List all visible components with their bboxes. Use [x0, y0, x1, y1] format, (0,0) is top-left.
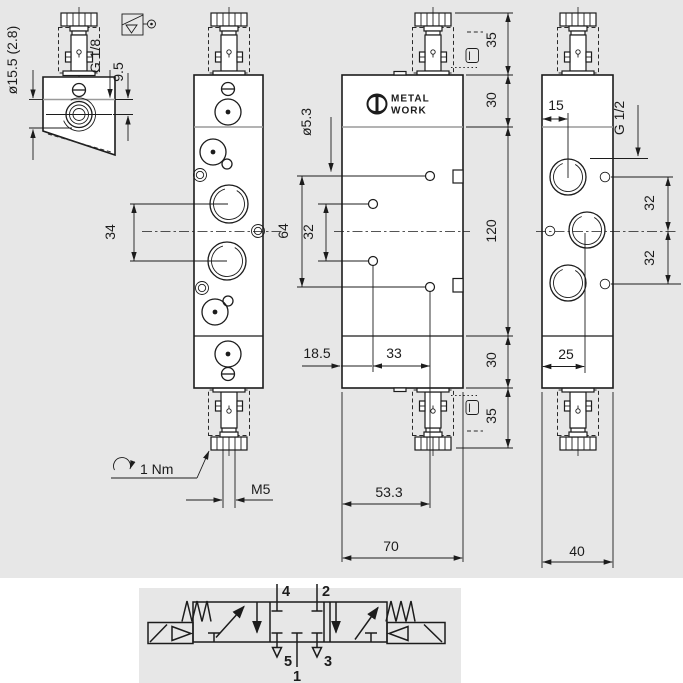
logo-line2: WORK — [391, 106, 427, 117]
g18-port-circles — [46, 97, 112, 132]
schematic-ports: 4 2 5 3 1 — [271, 584, 332, 683]
dim-port-spacing-34: 34 — [102, 204, 137, 261]
metal-work-logo: METAL WORK — [366, 93, 430, 117]
torque-arrow-icon — [113, 457, 136, 471]
pilot-valve-icon — [121, 13, 156, 36]
dim-hole-spacing-outer: 64 — [275, 176, 305, 287]
port-label-5: 5 — [284, 654, 292, 670]
dim-label-25: 25 — [558, 346, 574, 362]
dim-port-pitch-lower: 32 — [641, 231, 671, 284]
dim-label-thread-g18: G 1/8 — [87, 39, 103, 73]
dim-port-offset-15: 15 — [542, 97, 568, 122]
exhaust-icon-3 — [311, 646, 323, 659]
flow-paths-right — [331, 602, 379, 642]
dim-chain-right: 35 30 120 30 35 — [455, 12, 513, 449]
dim-label-35-top: 35 — [483, 32, 499, 48]
dim-label-18-5: 18.5 — [303, 345, 330, 361]
dim-body-depth-40: 40 — [541, 392, 614, 568]
dim-label-35-bottom: 35 — [483, 408, 499, 424]
solenoid-symbol-right — [385, 600, 446, 645]
view-side-section: ø15.5 (2.8) G 1/8 9.5 — [4, 6, 156, 160]
port-label-1: 1 — [293, 669, 301, 683]
spring-icon-left — [181, 600, 212, 622]
dim-label-33: 33 — [386, 345, 402, 361]
mounting-holes — [367, 170, 436, 293]
dim-center-offset-25: 25 — [542, 346, 585, 370]
pilot-exhaust-screw — [71, 82, 87, 98]
dim-label-32: 32 — [300, 224, 316, 240]
dim-torque-1nm: 1 Nm — [111, 450, 210, 479]
dim-label-32-lower: 32 — [641, 250, 657, 266]
dim-hole-diameter: ø5.3 — [298, 108, 334, 172]
view-side-right: 15 G 1/2 32 32 25 40 — [536, 6, 681, 568]
solenoid-symbol-left — [147, 600, 212, 645]
dim-label-34: 34 — [102, 224, 118, 240]
flow-paths-left — [208, 602, 262, 642]
dim-label-30-top: 30 — [483, 92, 499, 108]
dim-thread-g18: G 1/8 — [87, 39, 133, 100]
port-label-2: 2 — [322, 584, 330, 600]
dim-hole-spacing-inner: 32 — [300, 204, 329, 261]
dim-label-port-depth: 9.5 — [110, 62, 126, 82]
dim-label-64: 64 — [275, 223, 291, 239]
exhaust-icon-5 — [271, 646, 283, 659]
dim-port-pitch-upper: 32 — [641, 177, 671, 231]
dim-label-53-3: 53.3 — [375, 484, 402, 500]
port-label-3: 3 — [324, 654, 332, 670]
dim-label-15: 15 — [548, 97, 564, 113]
dim-label-torque: 1 Nm — [140, 461, 173, 477]
dim-label-32-upper: 32 — [641, 195, 657, 211]
view-top: METAL WORK ø5.3 64 32 — [275, 6, 513, 562]
dim-label-hole-diameter: ø5.3 — [298, 108, 314, 136]
dim-label-120: 120 — [483, 219, 499, 243]
dim-body-width: 70 — [342, 538, 463, 561]
dim-port-diameter: ø15.5 (2.8) — [4, 26, 72, 160]
dim-label-port-diameter: ø15.5 (2.8) — [4, 26, 20, 94]
view-front: 34 1 Nm M5 — [102, 6, 284, 508]
dim-label-40: 40 — [569, 543, 585, 559]
blocked-ports-center — [271, 602, 323, 642]
dim-hole-offset: 53.3 — [342, 484, 430, 507]
spring-icon-right — [385, 600, 416, 622]
logo-line1: METAL — [391, 94, 430, 105]
connector-envelope-bottom — [451, 395, 483, 432]
dim-label-70: 70 — [383, 538, 399, 554]
dim-edge-to-hole: 18.5 — [302, 345, 372, 369]
side-ports — [544, 113, 681, 373]
dim-hole-span: 33 — [373, 345, 430, 369]
dim-port-depth: 9.5 — [110, 62, 133, 141]
dim-thread-m5: M5 — [186, 450, 273, 508]
front-face-ports — [130, 81, 265, 382]
connector-envelope-top — [451, 31, 483, 68]
dim-label-thread-g12: G 1/2 — [611, 101, 627, 135]
dim-label-m5: M5 — [251, 481, 271, 497]
schematic-5-3-valve: 4 2 5 3 1 — [147, 584, 446, 683]
port-label-4: 4 — [282, 584, 290, 600]
dim-thread-g12: G 1/2 — [611, 101, 641, 157]
dim-label-30-bottom: 30 — [483, 352, 499, 368]
